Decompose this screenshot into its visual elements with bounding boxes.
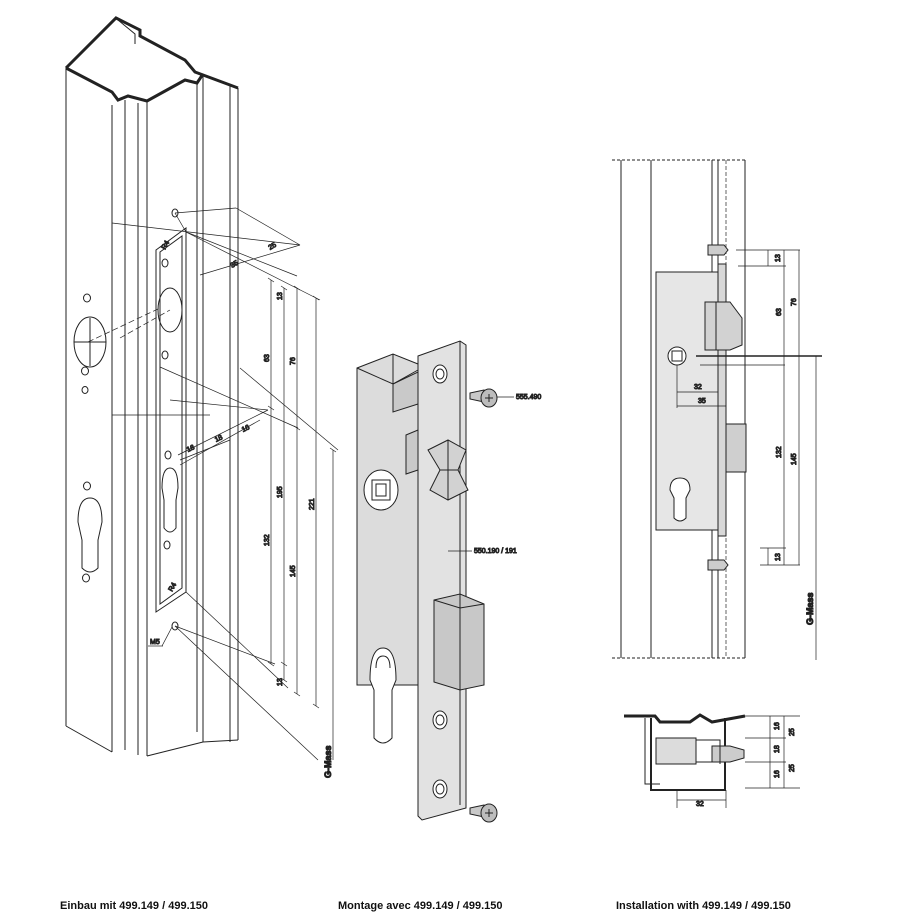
section-lock-body (655, 737, 697, 765)
dim-63-right: 63 (776, 308, 783, 316)
latch-bolt (405, 429, 419, 475)
follower-hub (363, 469, 399, 511)
caption-french: Montage avec 499.149 / 499.150 (338, 900, 503, 912)
deadbolt (433, 593, 485, 691)
dim-16-a-section: 16 (774, 722, 781, 730)
dim-16-b-section: 16 (774, 770, 781, 778)
faceplate (417, 340, 467, 821)
left-profile-view: 25 35 R4 R4 13 63 76 16 18 16 195 221 13… (64, 16, 339, 779)
dim-13-bottom: 13 (277, 678, 284, 686)
front-face-holes (73, 293, 107, 583)
callout-screw: 555.490 (516, 394, 541, 401)
dim-145: 145 (290, 565, 297, 577)
dim-32-section: 32 (696, 801, 704, 808)
dim-r4-bottom: R4 (168, 582, 179, 593)
caption-german: Einbau mit 499.149 / 499.150 (60, 900, 208, 912)
screw-top (469, 388, 498, 408)
helper-lines (87, 207, 339, 761)
installed-elevation-view: 13 63 76 32 35 132 145 13 G-Mass (612, 159, 822, 660)
dim-221: 221 (309, 498, 316, 510)
dim-m5: M5 (150, 639, 160, 646)
dim-25-b-section: 25 (789, 764, 796, 772)
dim-76-right: 76 (791, 298, 798, 306)
dim-63: 63 (264, 354, 271, 362)
deadbolt-elevation (725, 423, 747, 473)
vertical-dimensions (267, 277, 337, 760)
screw-bottom (469, 803, 498, 823)
dim-132: 132 (264, 534, 271, 546)
caption-english: Installation with 499.149 / 499.150 (616, 900, 791, 912)
dim-25-a-section: 25 (789, 728, 796, 736)
dim-25: 25 (268, 242, 278, 252)
dim-35-right: 35 (698, 398, 706, 405)
dim-13-top: 13 (277, 292, 284, 300)
profile-tube (64, 16, 239, 757)
dim-35: 35 (230, 260, 240, 270)
g-mass-label-right: G-Mass (805, 592, 815, 625)
cylinder-cutout (369, 647, 397, 744)
mortise-slot (155, 208, 187, 631)
dim-13-top-right: 13 (775, 254, 782, 262)
dim-18-section: 18 (774, 745, 781, 753)
dim-18: 18 (214, 434, 224, 444)
dim-132-right: 132 (776, 446, 783, 458)
dim-195: 195 (277, 486, 284, 498)
g-mass-label-left: G-Mass (323, 745, 333, 778)
m5-leader (161, 626, 173, 647)
dim-145-right: 145 (791, 453, 798, 465)
cross-section-view: 16 18 16 25 25 32 (624, 713, 800, 809)
lock-body-view: 555.490 550.190 / 191 (356, 340, 542, 823)
dim-76: 76 (290, 357, 297, 365)
dim-16-b: 16 (241, 424, 251, 434)
dim-16-a: 16 (186, 444, 196, 454)
dim-13-bottom-right: 13 (775, 553, 782, 561)
dim-32-right: 32 (694, 384, 702, 391)
latch-elevation (704, 301, 743, 351)
callout-plate: 550.190 / 191 (474, 548, 517, 555)
dim-r4-top: R4 (161, 240, 172, 251)
